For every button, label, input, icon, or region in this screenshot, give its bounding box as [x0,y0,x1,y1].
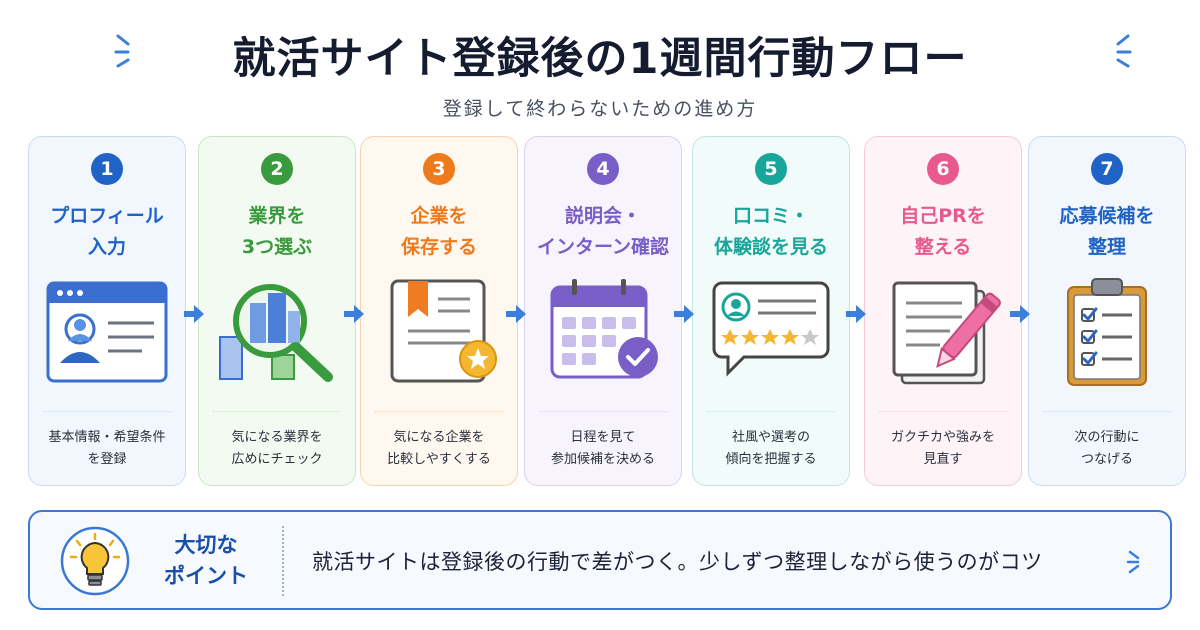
step-number: 7 [1091,153,1123,185]
lightbulb-icon [60,526,130,596]
key-point-text: 就活サイトは登録後の行動で差がつく。少しずつ整理しながら使うのがコツ [312,550,1043,574]
step-card-7: 7 応募候補を 整理 次の行動に つなげる [1028,136,1186,486]
sparkle-left-icon [114,34,130,68]
card-divider [707,411,835,412]
step-number: 6 [927,153,959,185]
paper-pen-icon [892,281,1001,385]
step-number: 5 [755,153,787,185]
step-card-3: 3 企業を 保存する 気になる企業を 比較しやすくする [360,136,518,486]
review-bubble-icon [712,281,830,377]
page-subtitle: 登録して終わらないための進め方 [442,98,758,120]
step-number: 3 [423,153,455,185]
step-card-6: 6 自己PRを 整える ガクチカや強みを 見直す [864,136,1022,486]
step-card-4: 4 説明会・ インターン確認 日程を見て 参加候補を決める [524,136,682,486]
key-point-box: 大切な ポイント 就活サイトは登録後の行動で差がつく。少しずつ整理しながら使うの… [28,510,1172,610]
step-description: 気になる業界を 広めにチェック [231,430,323,467]
step-title: 説明会・ インターン確認 [536,205,670,258]
step-description: 社風や選考の 傾向を把握する [725,430,817,467]
step-title: 業界を 3つ選ぶ [241,205,313,258]
step-title: 企業を 保存する [400,205,477,258]
flow-arrow-icon [674,305,694,323]
step-card-2: 2 業界を 3つ選ぶ 気になる業界を 広めにチェック [198,136,356,486]
step-title: 口コミ・ 体験談を見る [713,205,828,258]
card-divider [43,411,171,412]
step-description: 日程を見て 参加候補を決める [550,430,655,467]
step-card-1: 1 プロフィール 入力 基本情報・希望条件 を登録 [28,136,186,486]
step-number: 4 [587,153,619,185]
step-number: 2 [261,153,293,185]
card-divider [375,411,503,412]
calendar-check-icon [550,279,658,379]
key-point-label: 大切な ポイント [164,533,248,588]
step-card-5: 5 口コミ・ 体験談を見る 社風や選考の 傾向を把握する [692,136,850,486]
bookmark-star-icon [390,279,497,383]
page-title: 就活サイト登録後の1週間行動フロー [232,34,968,84]
step-description: ガクチカや強みを 見直す [890,430,995,467]
step-number: 1 [91,153,123,185]
card-divider [213,411,341,412]
step-description: 気になる企業を 比較しやすくする [387,430,491,467]
step-title: 応募候補を 整理 [1059,205,1155,258]
step-title: プロフィール 入力 [50,205,164,258]
step-description: 次の行動に つなげる [1074,430,1140,467]
point-divider [282,526,284,596]
flow-arrow-icon [344,305,364,323]
card-divider [539,411,667,412]
flow-arrow-icon [1010,305,1030,323]
magnifier-buildings-icon [219,284,333,382]
flow-arrow-icon [184,305,204,323]
profile-window-icon [46,281,168,383]
card-divider [879,411,1007,412]
clipboard-checklist-icon [1067,278,1147,386]
flow-arrow-icon [506,305,526,323]
flow-arrow-icon [846,305,866,323]
step-title: 自己PRを 整える [900,205,986,258]
sparkle-icon [1126,550,1140,574]
sparkle-right-icon [1116,34,1132,68]
step-description: 基本情報・希望条件 を登録 [48,430,166,467]
card-divider [1043,411,1171,412]
